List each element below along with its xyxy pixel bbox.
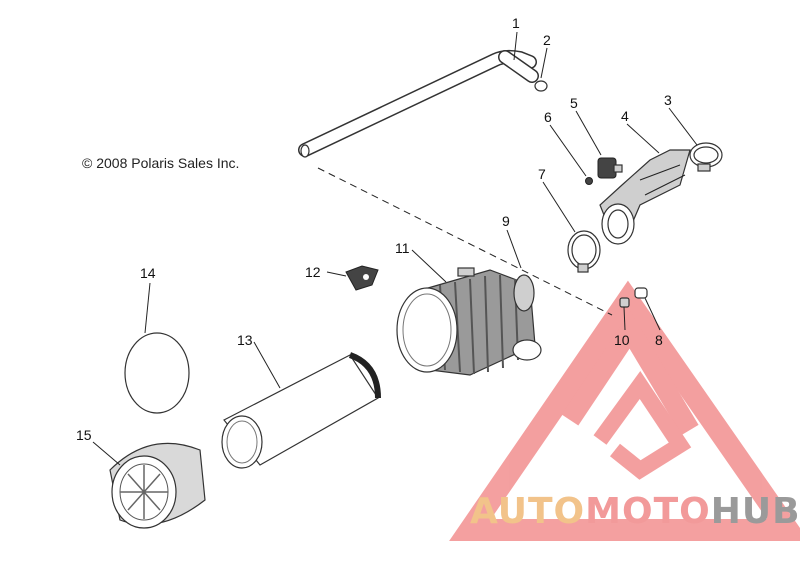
watermark-text: AUTOMOTOHUB — [470, 491, 800, 532]
callout-14: 14 — [140, 265, 156, 281]
callout-labels: 1 2 3 4 5 6 7 8 9 10 11 12 13 14 15 — [76, 15, 672, 443]
part-plug-10 — [619, 297, 630, 308]
callout-11: 11 — [395, 240, 410, 256]
callout-5: 5 — [570, 95, 578, 111]
dashed-guide-line — [317, 167, 613, 316]
callout-9: 9 — [502, 213, 510, 229]
part-sensor — [597, 157, 623, 179]
copyright-notice: © 2008 Polaris Sales Inc. — [82, 155, 240, 171]
callout-10: 10 — [614, 332, 630, 348]
callout-8: 8 — [655, 332, 663, 348]
part-tube — [298, 49, 539, 158]
part-plug-8 — [634, 287, 648, 299]
callout-12: 12 — [305, 264, 321, 280]
part-air-box — [396, 267, 542, 376]
callout-2: 2 — [543, 32, 551, 48]
part-cap — [109, 442, 206, 529]
part-ring — [534, 80, 548, 92]
watermark-logo — [449, 280, 800, 541]
part-clamp-3 — [689, 142, 723, 172]
part-gasket — [124, 332, 190, 414]
callout-15: 15 — [76, 427, 92, 443]
callout-6: 6 — [544, 109, 552, 125]
part-filter-cylinder — [221, 352, 381, 469]
callout-13: 13 — [237, 332, 253, 348]
callout-3: 3 — [664, 92, 672, 108]
part-screw — [585, 177, 593, 185]
watermark-auto: AUTO — [470, 491, 585, 532]
part-intake-boot — [599, 149, 691, 245]
watermark-moto: MOTO — [585, 491, 711, 532]
part-clamp-7 — [567, 230, 601, 273]
callout-1: 1 — [512, 15, 520, 31]
callout-7: 7 — [538, 166, 546, 182]
callout-4: 4 — [621, 108, 629, 124]
watermark-hub: HUB — [711, 491, 800, 532]
part-bracket — [345, 265, 379, 291]
leader-lines — [92, 31, 698, 466]
